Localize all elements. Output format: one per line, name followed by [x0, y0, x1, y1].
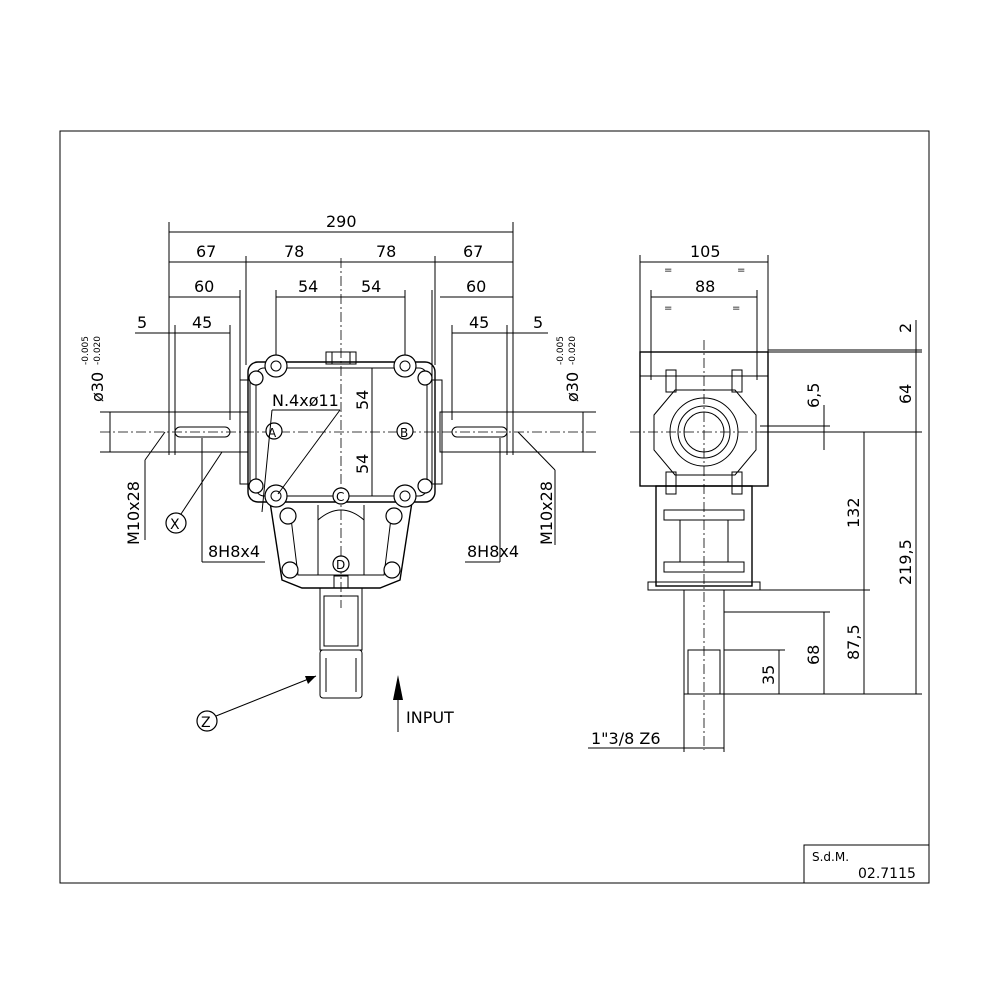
svg-text:D: D: [336, 558, 345, 572]
svg-text:=: =: [737, 265, 745, 276]
dim-right-45: 45: [469, 313, 489, 332]
dim-132: 132: [844, 497, 863, 528]
svg-text:=: =: [664, 265, 672, 276]
left-tol-upper: -0.005: [81, 336, 91, 365]
dim-219-5: 219,5: [896, 539, 915, 585]
dim-87-5: 87,5: [844, 624, 863, 660]
dim-left-5: 5: [137, 313, 147, 332]
dim-vert-54-top: 54: [353, 390, 372, 410]
dim-left-54: 54: [298, 277, 318, 296]
title-block: S.d.M. 02.7115: [803, 844, 930, 884]
dim-right-half: 78: [376, 242, 396, 261]
port-d: D: [332, 555, 350, 573]
svg-text:=: =: [732, 303, 740, 314]
right-keyway: [451, 426, 508, 438]
dim-105: 105: [690, 242, 721, 261]
callout-x: X: [165, 451, 223, 534]
input-shaft: [319, 587, 363, 699]
right-tol-lower: -0.020: [568, 336, 578, 365]
right-thread-label: M10x28: [537, 481, 556, 545]
callout-z: Z: [196, 675, 317, 732]
drawing-frame: [59, 130, 930, 884]
dim-right-54: 54: [361, 277, 381, 296]
right-tol-upper: -0.005: [556, 336, 566, 365]
dim-left-60: 60: [194, 277, 214, 296]
dim-left-half: 78: [284, 242, 304, 261]
dim-right-shaft: 67: [463, 242, 483, 261]
svg-text:A: A: [268, 426, 277, 440]
svg-text:X: X: [170, 517, 180, 533]
left-thread-label: M10x28: [124, 481, 143, 545]
company-label: S.d.M.: [812, 850, 849, 864]
dim-right-60: 60: [466, 277, 486, 296]
svg-text:C: C: [336, 490, 344, 504]
side-bore: [669, 397, 739, 467]
input-label: INPUT: [406, 708, 454, 727]
right-diameter-label: ø30: [563, 372, 582, 402]
dim-left-shaft: 67: [196, 242, 216, 261]
dim-2: 2: [896, 323, 915, 333]
port-c: C: [332, 487, 350, 505]
right-key-label: 8H8x4: [467, 542, 519, 561]
input-arrow: INPUT: [393, 675, 454, 732]
right-output-shaft: [439, 411, 514, 453]
left-key-label: 8H8x4: [208, 542, 260, 561]
holes-note: N.4xø11: [272, 391, 339, 410]
svg-text:Z: Z: [201, 715, 211, 731]
left-diameter-label: ø30: [88, 372, 107, 402]
left-keyway: [174, 426, 231, 438]
dim-left-45: 45: [192, 313, 212, 332]
left-tol-lower: -0.020: [93, 336, 103, 365]
dim-6-5: 6,5: [804, 383, 823, 408]
dim-right-5: 5: [533, 313, 543, 332]
mounting-bolts: [248, 354, 433, 579]
dim-overall: 290: [326, 212, 357, 231]
dim-68: 68: [804, 645, 823, 665]
port-a: A: [265, 422, 283, 440]
side-view: 105 88 = = = = 6,5: [588, 242, 922, 752]
spline-label: 1"3/8 Z6: [591, 729, 661, 748]
port-b: B: [396, 422, 414, 440]
dim-35: 35: [759, 665, 778, 685]
dim-vert-54-bottom: 54: [353, 454, 372, 474]
front-view: 290 67 78 78 67 60 54 54 60 5 45 45 5 54…: [81, 212, 596, 732]
drawing-code: 02.7115: [858, 866, 916, 882]
dim-64: 64: [896, 384, 915, 404]
svg-text:=: =: [664, 303, 672, 314]
svg-text:B: B: [400, 426, 408, 440]
dim-88: 88: [695, 277, 715, 296]
